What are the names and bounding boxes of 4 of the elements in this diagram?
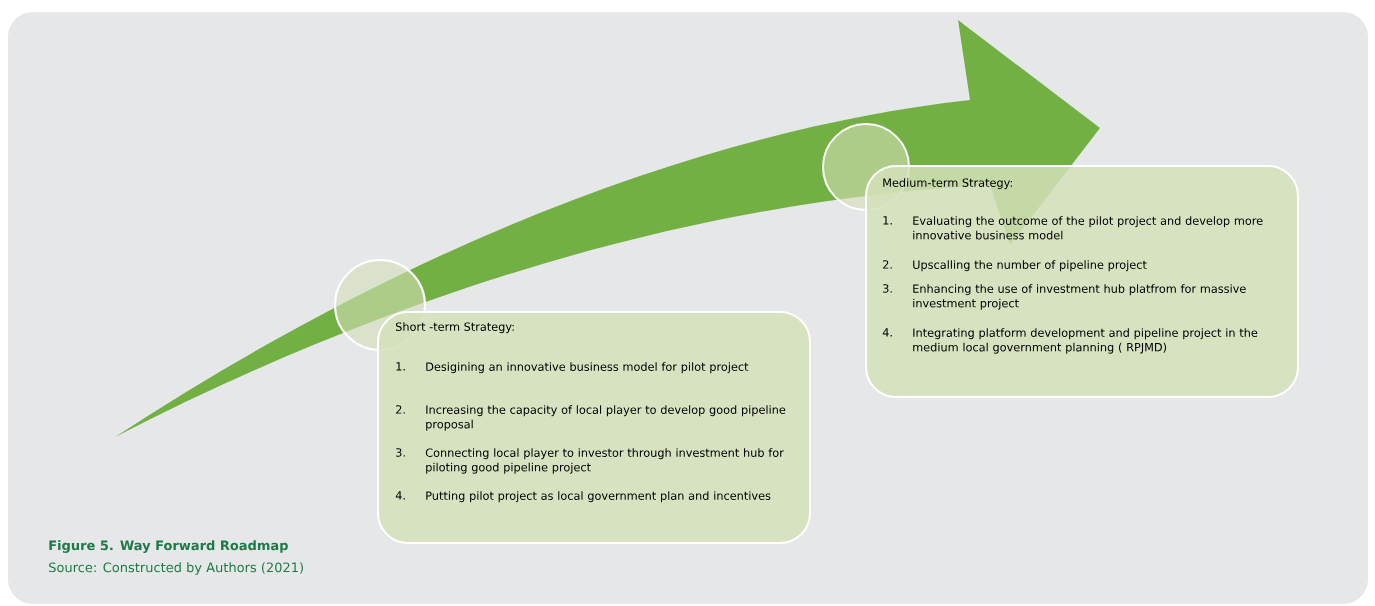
strategy-box: Medium-term Strategy: 1. Evaluating the outcome of the pilot project and develop more innovative business model 2. Upscalling the number of pipeline project 3. Enhancing the use of investment hub platfrom for massive investment project 4. Integrating platform development and pipeline project in the medium local government planning ( RPJMD) <box>865 165 1299 398</box>
source-note: Source: Constructed by Authors (2021) <box>49 562 303 575</box>
caption: Figure 5. Way Forward Roadmap <box>49 540 288 553</box>
strategy-box: Short -term Strategy: 1. Desigining an innovative business model for pilot project 2. Increasing the capacity of local player to develop good pipeline proposal 3. Connecting local player to investor through investment hub for piloting good pipeline project 4. Putting pilot project as local government plan and incentives <box>377 311 811 544</box>
